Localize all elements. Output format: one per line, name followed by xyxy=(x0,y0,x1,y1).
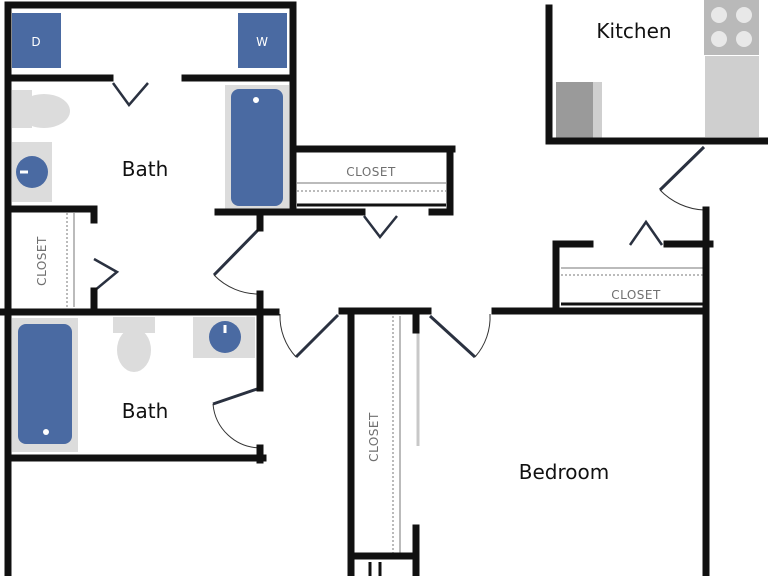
kitchen-counter xyxy=(705,56,759,137)
closet-label-right-hall: CLOSET xyxy=(611,288,661,302)
closet-label-upper-hall: CLOSET xyxy=(346,165,396,179)
sink-upper xyxy=(12,142,52,202)
sink-lower xyxy=(193,317,255,358)
washer-label: W xyxy=(256,35,268,49)
washer xyxy=(238,13,287,68)
toilet-upper xyxy=(12,90,70,128)
room-label-bath-lower: Bath xyxy=(122,399,169,423)
toilet-lower xyxy=(113,317,155,372)
dryer-label: D xyxy=(31,35,40,49)
stove xyxy=(704,0,759,55)
bathtub-upper xyxy=(225,85,289,209)
room-label-bath-upper: Bath xyxy=(122,157,169,181)
room-label-bedroom: Bedroom xyxy=(519,460,609,484)
room-label-kitchen: Kitchen xyxy=(596,19,671,43)
kitchen-sink xyxy=(556,82,602,138)
thin-walls xyxy=(297,203,706,576)
doors xyxy=(93,82,706,449)
closet-label-bath-side: CLOSET xyxy=(35,236,49,286)
bathtub-lower xyxy=(12,318,78,452)
closet-lines xyxy=(66,182,706,553)
closet-label-bedroom-side: CLOSET xyxy=(367,412,381,462)
dryer xyxy=(12,13,61,68)
